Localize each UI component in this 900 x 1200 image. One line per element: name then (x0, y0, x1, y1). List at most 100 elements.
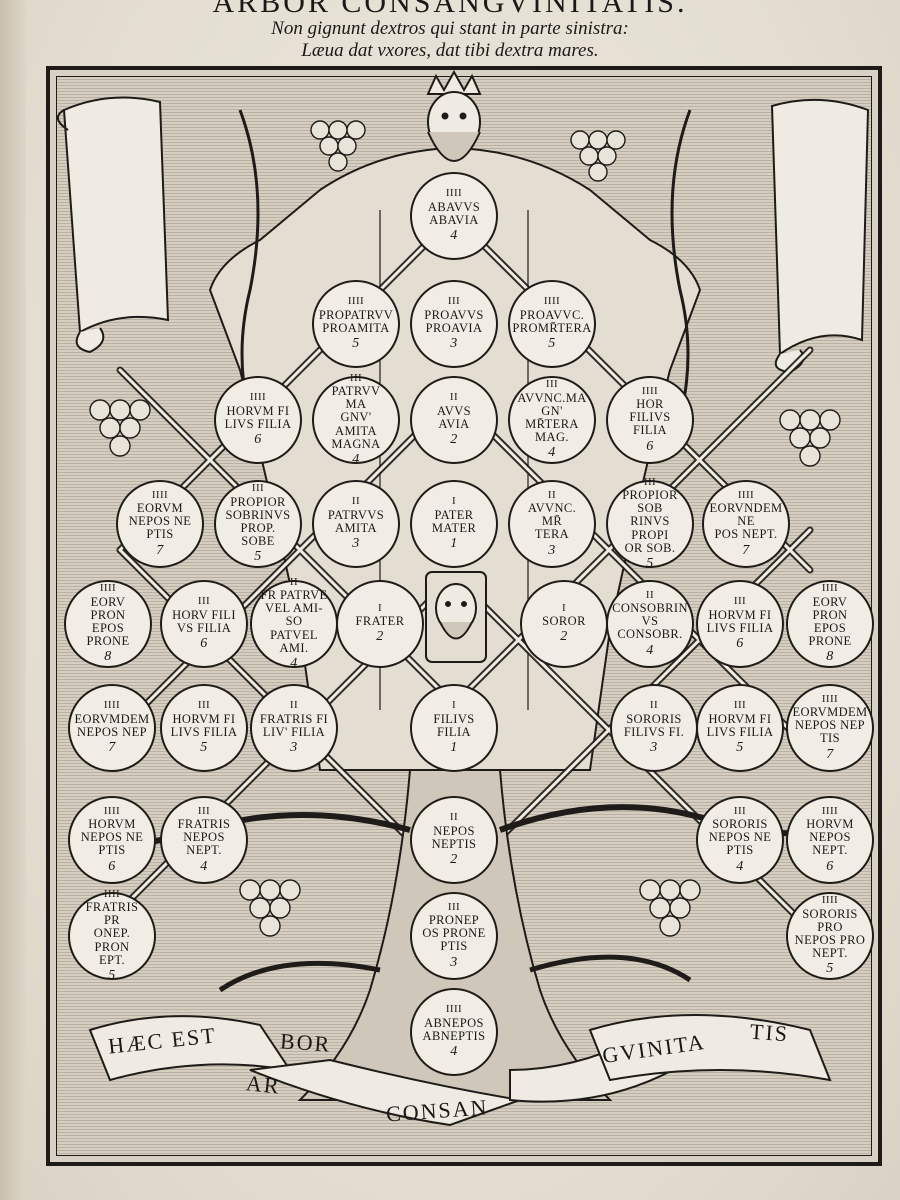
node-number: 7 (742, 544, 749, 559)
node-relation-line: HORVM FI (709, 609, 772, 622)
node-number: 4 (646, 644, 653, 659)
node-relation-line: LIVS FILIA (707, 726, 774, 739)
page-title: ARBOR CONSANGVINITATIS. (180, 0, 720, 20)
node-number: 5 (548, 337, 555, 352)
node-number: 6 (736, 637, 743, 652)
node-number: 3 (650, 741, 657, 756)
node-relation-line: FILIVS (433, 713, 474, 726)
face-medallion-icon (426, 572, 486, 662)
node-relation-line: MAGNA (331, 438, 380, 451)
node-degree: III (734, 596, 746, 608)
node-degree: IIII (822, 694, 838, 706)
node-number: 4 (548, 446, 555, 461)
node-relation-line: SORORIS (626, 713, 682, 726)
node-relation-line: OR SOB. (625, 542, 676, 555)
node-degree: I (452, 496, 456, 508)
node-degree: IIII (104, 889, 120, 901)
node-relation-line: LIVS FILIA (171, 726, 238, 739)
grape-cluster-icon (571, 131, 625, 181)
node-relation-line: EPT. (99, 954, 125, 967)
node-number: 5 (826, 962, 833, 977)
kinship-node-sororis-pronepos: IIIISORORIS PRONEPOS PRONEPT.5 (786, 892, 874, 980)
node-relation-line: NEPT. (812, 947, 847, 960)
node-degree: IIII (348, 296, 364, 308)
kinship-node-eorum-l5: IIIIEORVMNEPOS NEPTIS7 (116, 480, 204, 568)
node-degree: III (734, 700, 746, 712)
node-relation-line: PATER (434, 509, 473, 522)
node-relation-line: HORVM FI (173, 713, 236, 726)
node-number: 5 (200, 741, 207, 756)
node-number: 6 (646, 440, 653, 455)
node-number: 6 (108, 860, 115, 875)
kinship-node-patruus-magnus: IIIPATRVV MAGNV' AMITAMAGNA4 (312, 376, 400, 464)
node-relation-line: SORORIS PRO (794, 908, 866, 934)
node-number: 4 (200, 860, 207, 875)
node-relation-line: PATVEL AMI. (258, 629, 330, 655)
node-relation-line: PTIS (98, 844, 125, 857)
node-number: 7 (108, 741, 115, 756)
kinship-node-abnepos: IIIIABNEPOSABNEPTIS4 (410, 988, 498, 1076)
node-relation-line: PTIS (726, 844, 753, 857)
node-relation-line: POS NEPT. (714, 528, 777, 541)
node-number: 5 (108, 969, 115, 984)
kinship-node-horu-l6: IIIHORV FILIVS FILIA6 (160, 580, 248, 668)
node-number: 3 (290, 741, 297, 756)
node-number: 4 (450, 229, 457, 244)
node-number: 3 (352, 537, 359, 552)
kinship-node-propior-r5: IIIPROPIOR SOBRINVS PROPIOR SOB.5 (606, 480, 694, 568)
node-relation-line: AVVNC.MA (517, 392, 586, 405)
kinship-node-soror: ISOROR2 (520, 580, 608, 668)
node-relation-line: PATRVVS (328, 509, 384, 522)
node-degree: IIII (446, 188, 462, 200)
node-relation-line: LIVS FILIA (707, 622, 774, 635)
kinship-node-nepos: IINEPOSNEPTIS2 (410, 796, 498, 884)
node-degree: III (198, 806, 210, 818)
node-degree: III (734, 806, 746, 818)
node-number: 1 (450, 741, 457, 756)
node-degree: II (646, 590, 654, 602)
node-number: 3 (450, 956, 457, 971)
kinship-node-eoru-r6: IIIIEORV PRONEPOS PRONE8 (786, 580, 874, 668)
node-number: 4 (290, 657, 297, 672)
node-degree: IIII (544, 296, 560, 308)
node-relation-line: FRATER (356, 615, 405, 628)
node-relation-line: VS CONSOBR. (614, 615, 686, 641)
node-degree: II (650, 700, 658, 712)
node-degree: III (350, 373, 362, 385)
node-degree: IIII (738, 490, 754, 502)
node-relation-line: ABNEPTIS (423, 1030, 486, 1043)
node-relation-line: EPOS PRONE (72, 622, 144, 648)
node-number: 5 (736, 741, 743, 756)
node-relation-line: AVVS (437, 405, 471, 418)
node-number: 4 (352, 453, 359, 468)
node-relation-line: NEPT. (812, 844, 847, 857)
kinship-node-horum-r8: IIIIHORVMNEPOSNEPT.6 (786, 796, 874, 884)
kinship-node-patruus: IIPATRVVSAMITA3 (312, 480, 400, 568)
node-relation-line: PROPATRVV (319, 309, 393, 322)
kinship-node-fratris-nepos: IIIFRATRISNEPOSNEPT.4 (160, 796, 248, 884)
kinship-node-horum-r4: IIIIHOR FILIVSFILIA6 (606, 376, 694, 464)
node-relation-line: PROAVVS (424, 309, 484, 322)
node-relation-line: LIV' FILIA (263, 726, 325, 739)
node-relation-line: NEPOS NEP (77, 726, 147, 739)
node-degree: I (562, 603, 566, 615)
node-relation-line: GNV' AMITA (320, 411, 392, 437)
node-relation-line: TERA (535, 528, 569, 541)
node-relation-line: PTIS (440, 940, 467, 953)
node-number: 8 (104, 650, 111, 665)
node-degree: III (252, 483, 264, 495)
kinship-node-pater: IPATERMATER1 (410, 480, 498, 568)
node-number: 4 (736, 860, 743, 875)
node-relation-line: EORVMDEM (74, 713, 149, 726)
banner-word: BOR (279, 1028, 332, 1058)
